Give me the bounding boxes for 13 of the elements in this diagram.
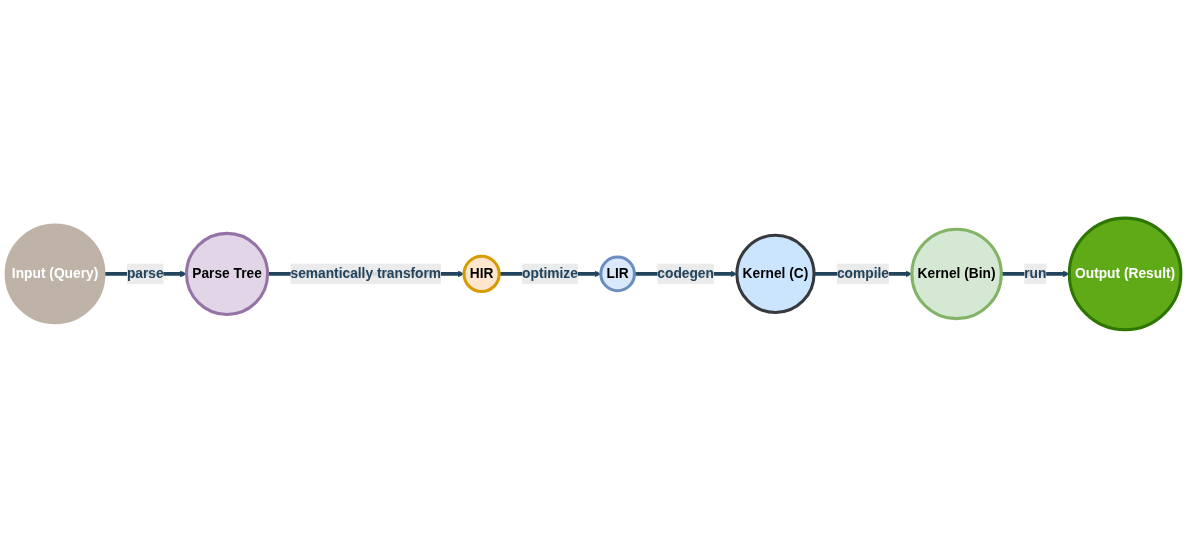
node-circle: Kernel (Bin): [910, 227, 1003, 320]
edge-label: semantically transform: [290, 265, 442, 281]
node-circle: HIR: [462, 254, 501, 293]
edge-label: optimize: [522, 265, 578, 281]
node-circle: Output (Result): [1067, 216, 1183, 331]
node-circle: LIR: [599, 255, 636, 292]
node-circle: Parse Tree: [185, 231, 270, 316]
edge-label: compile: [836, 265, 889, 281]
node-circle: Input (Query): [4, 223, 106, 324]
edge-label: run: [1024, 265, 1047, 281]
node-circle: Kernel (C): [735, 233, 816, 314]
edge-label: parse: [126, 265, 164, 281]
edge-label: codegen: [657, 265, 714, 281]
